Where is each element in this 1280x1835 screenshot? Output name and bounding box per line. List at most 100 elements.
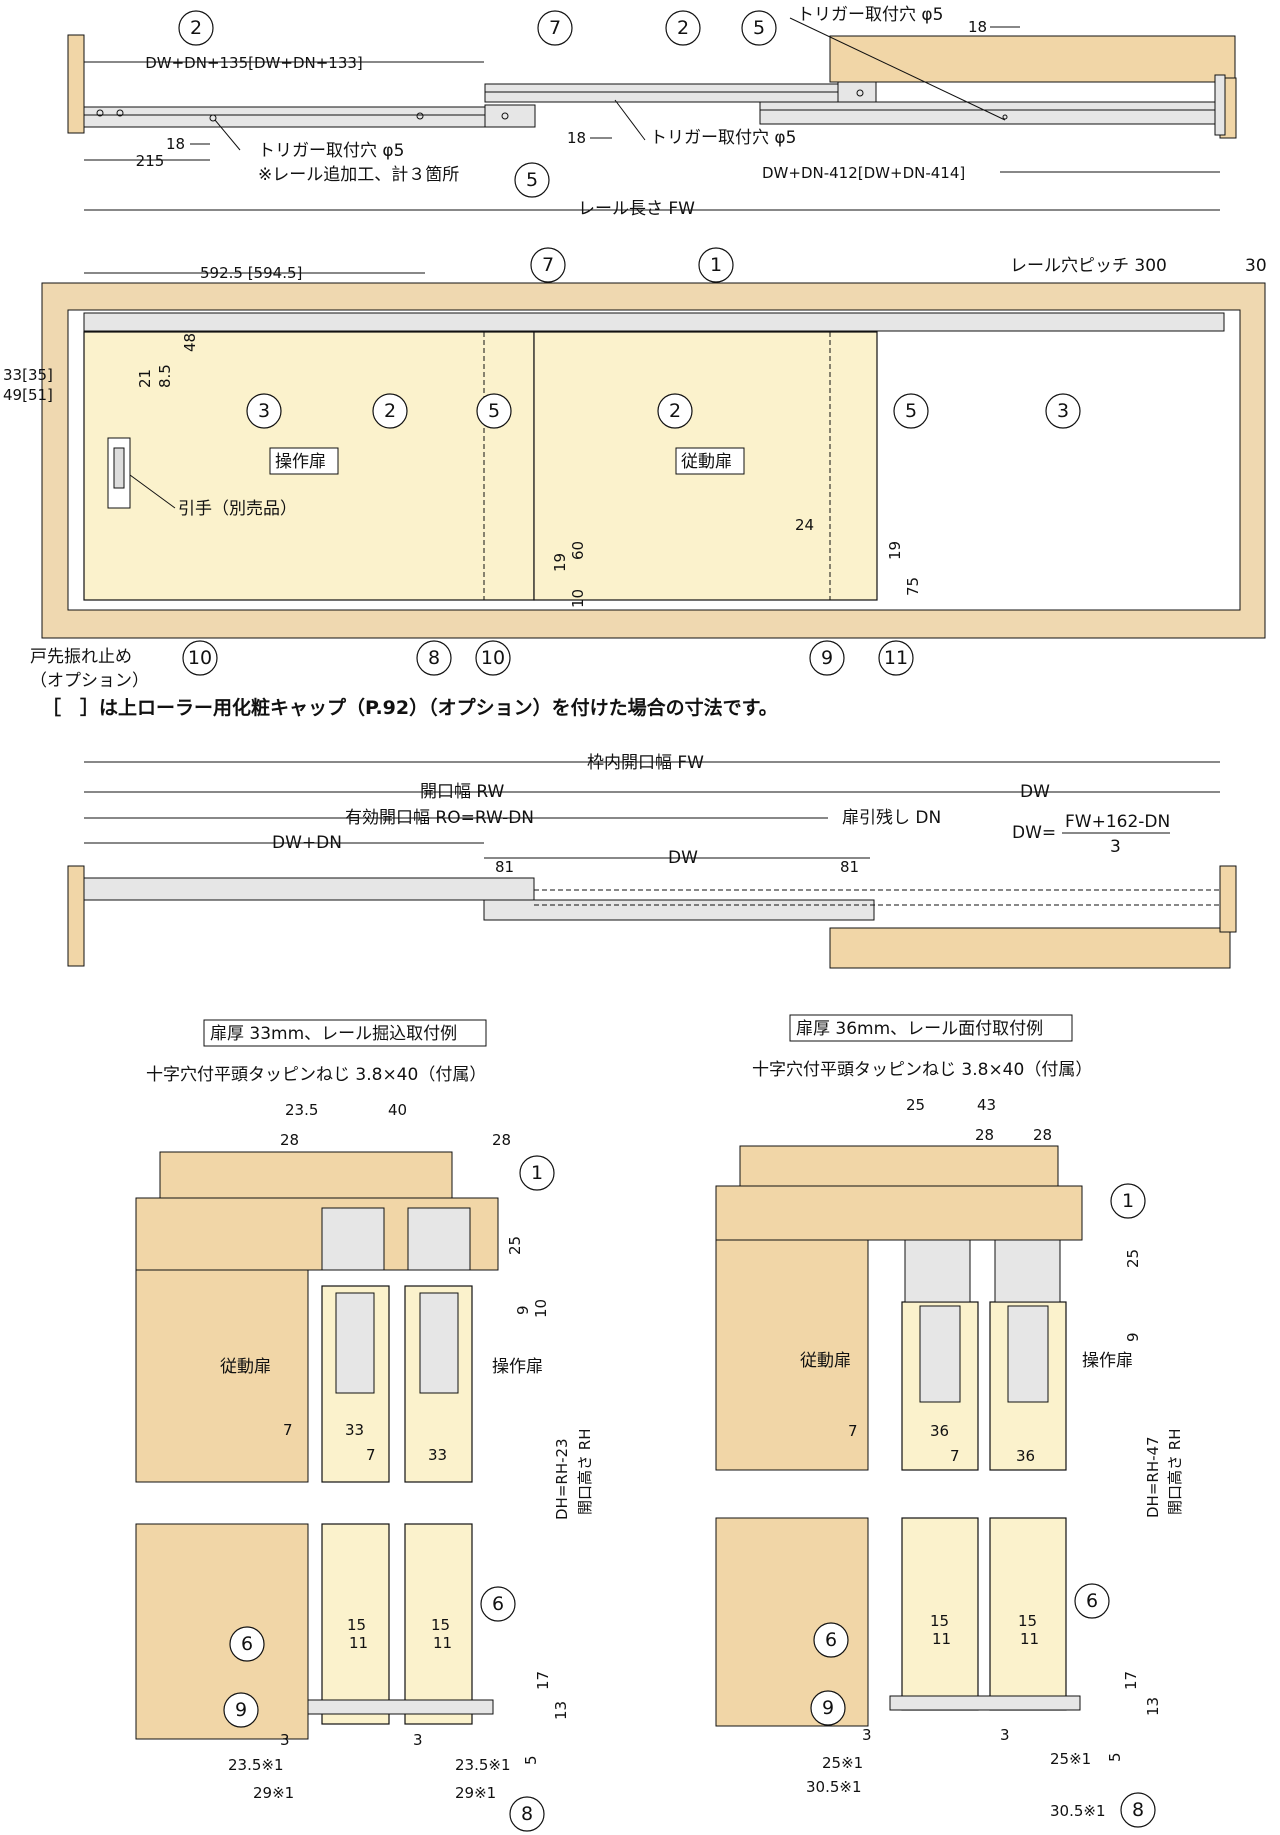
callout-2b-label: 2	[677, 17, 689, 39]
callout-7-front	[530, 247, 566, 283]
sl-driven-label: 従動扉	[220, 1357, 271, 1377]
sr-bracket-b	[1007, 1305, 1049, 1403]
sl-door-driven-lower	[321, 1523, 390, 1725]
dim-dw-top: DW	[1020, 782, 1050, 802]
right-jamb-open	[1219, 865, 1237, 933]
callout-3b-front	[1045, 393, 1081, 429]
rail-upper	[484, 83, 876, 103]
sl-ceiling	[159, 1151, 453, 1199]
trigger-hole-top: トリガー取付穴 φ5	[797, 5, 943, 25]
sr-dim-25b: 25※1	[1050, 1750, 1091, 1768]
sr-callout-9-label: 9	[822, 1697, 834, 1719]
callout-5b-front	[893, 393, 929, 429]
dim-592: 592.5 [594.5]	[200, 264, 302, 282]
callout-1-front-label: 1	[710, 254, 722, 276]
sr-callout-1	[1110, 1183, 1146, 1219]
sr-dim-17: 17	[1122, 1671, 1140, 1690]
section-left-title: 扉厚 33mm、レール掘込取付例	[210, 1024, 457, 1044]
sl-dim-28b: 28	[492, 1131, 511, 1149]
sr-callout-8	[1120, 1792, 1156, 1828]
sr-dim-7a: 7	[848, 1422, 858, 1440]
callout-5a	[741, 10, 777, 46]
dim-8-5: 8.5	[156, 364, 174, 388]
sr-floor-guide	[889, 1695, 1081, 1711]
formula-lhs: DW=	[1012, 823, 1056, 843]
formula-denominator: 3	[1110, 837, 1121, 857]
sl-dim-17: 17	[534, 1671, 552, 1690]
sl-dim-235a: 23.5※1	[228, 1756, 284, 1774]
sr-wall-upper	[715, 1239, 869, 1471]
sl-roller-b	[407, 1207, 471, 1271]
rail-pitch: レール穴ピッチ 300	[1010, 256, 1167, 276]
rail-open-left	[83, 877, 535, 901]
sl-callout-1	[519, 1155, 555, 1191]
dim-ro: 有効開口幅 RO=RW-DN	[345, 808, 534, 828]
sr-callout-9	[810, 1690, 846, 1726]
sl-dim-7a: 7	[283, 1421, 293, 1439]
sr-callout-6b-label: 6	[1086, 1590, 1098, 1612]
sr-door-driven-lower	[901, 1517, 979, 1711]
callout-5a-front	[476, 393, 512, 429]
sr-dim-9: 9	[1124, 1332, 1142, 1342]
callout-8-front-label: 8	[428, 647, 440, 669]
sl-roller-a	[321, 1207, 385, 1271]
sr-callout-1-label: 1	[1122, 1190, 1134, 1212]
stopper-label: 戸先振れ止め	[30, 647, 132, 667]
sr-callout-6a	[813, 1622, 849, 1658]
front-view: レール長さ FW 592.5 [594.5] レール穴ピッチ 300 30 33…	[3, 199, 1267, 691]
sr-dim-3a: 3	[862, 1726, 872, 1744]
sr-dim-43: 43	[977, 1096, 996, 1114]
section-left-title-box	[203, 1019, 487, 1047]
callout-8-front	[416, 640, 452, 676]
sl-dim-25: 25	[506, 1236, 524, 1255]
sl-callout-9	[223, 1692, 259, 1728]
sl-bracket-a	[335, 1292, 375, 1394]
callout-2a-label: 2	[190, 17, 202, 39]
sl-dim-235b: 23.5※1	[455, 1756, 511, 1774]
label-driven-box	[675, 447, 745, 475]
sl-dim-29b: 29※1	[455, 1784, 496, 1802]
sr-dim-36b: 36	[1016, 1447, 1035, 1465]
callout-5b-front-label: 5	[905, 400, 917, 422]
sr-dim-28b: 28	[1033, 1126, 1052, 1144]
sl-dim-33a: 33	[345, 1421, 364, 1439]
sr-wall-lower	[715, 1517, 869, 1727]
sl-wall-upper	[135, 1269, 309, 1483]
rail-length: レール長さ FW	[578, 199, 695, 219]
rail-open-mid	[483, 899, 875, 921]
left-jamb	[67, 34, 85, 134]
sl-dim-29a: 29※1	[253, 1784, 294, 1802]
callout-2b	[665, 10, 701, 46]
sr-operating-label: 操作扉	[1082, 1351, 1133, 1371]
dim-rw: 開口幅 RW	[420, 782, 505, 802]
sl-dim-13: 13	[552, 1701, 570, 1720]
sr-header	[715, 1185, 1083, 1241]
sr-callout-6a-label: 6	[825, 1629, 837, 1651]
sl-dim-10: 10	[532, 1299, 550, 1318]
section-left-screw: 十字穴付平頭タッピンねじ 3.8×40（付属）	[146, 1065, 486, 1085]
callout-5b-label: 5	[526, 169, 538, 191]
callout-11-label: 11	[884, 647, 908, 669]
sl-callout-6a	[229, 1626, 265, 1662]
callout-2a	[178, 10, 214, 46]
sr-dim-3b: 3	[1000, 1726, 1010, 1744]
dim-dw-mid: DW	[668, 848, 698, 868]
trigger-hole-mid: トリガー取付穴 φ5	[650, 128, 796, 148]
sr-dim-305a: 30.5※1	[806, 1778, 862, 1796]
callout-9-front-label: 9	[821, 647, 833, 669]
sl-dh: DH=RH-23	[553, 1438, 571, 1520]
sl-dim-28a: 28	[280, 1131, 299, 1149]
sr-callout-6b	[1074, 1583, 1110, 1619]
callout-5a-front-label: 5	[488, 400, 500, 422]
sl-callout-1-label: 1	[531, 1162, 543, 1184]
sr-dim-11a: 11	[932, 1630, 951, 1648]
section-right-screw: 十字穴付平頭タッピンねじ 3.8×40（付属）	[752, 1060, 1092, 1080]
section-right-title-box	[789, 1014, 1073, 1042]
dim-total-closed: DW+DN+135[DW+DN+133]	[145, 54, 363, 72]
top-view: DW+DN+135[DW+DN+133] 215 18 18 18 トリガー取付…	[67, 5, 1237, 198]
dim-49: 49[51]	[3, 386, 53, 404]
callout-10b	[475, 640, 511, 676]
section-right-title: 扉厚 36mm、レール面付取付例	[796, 1019, 1043, 1039]
callout-2b-front	[657, 393, 693, 429]
